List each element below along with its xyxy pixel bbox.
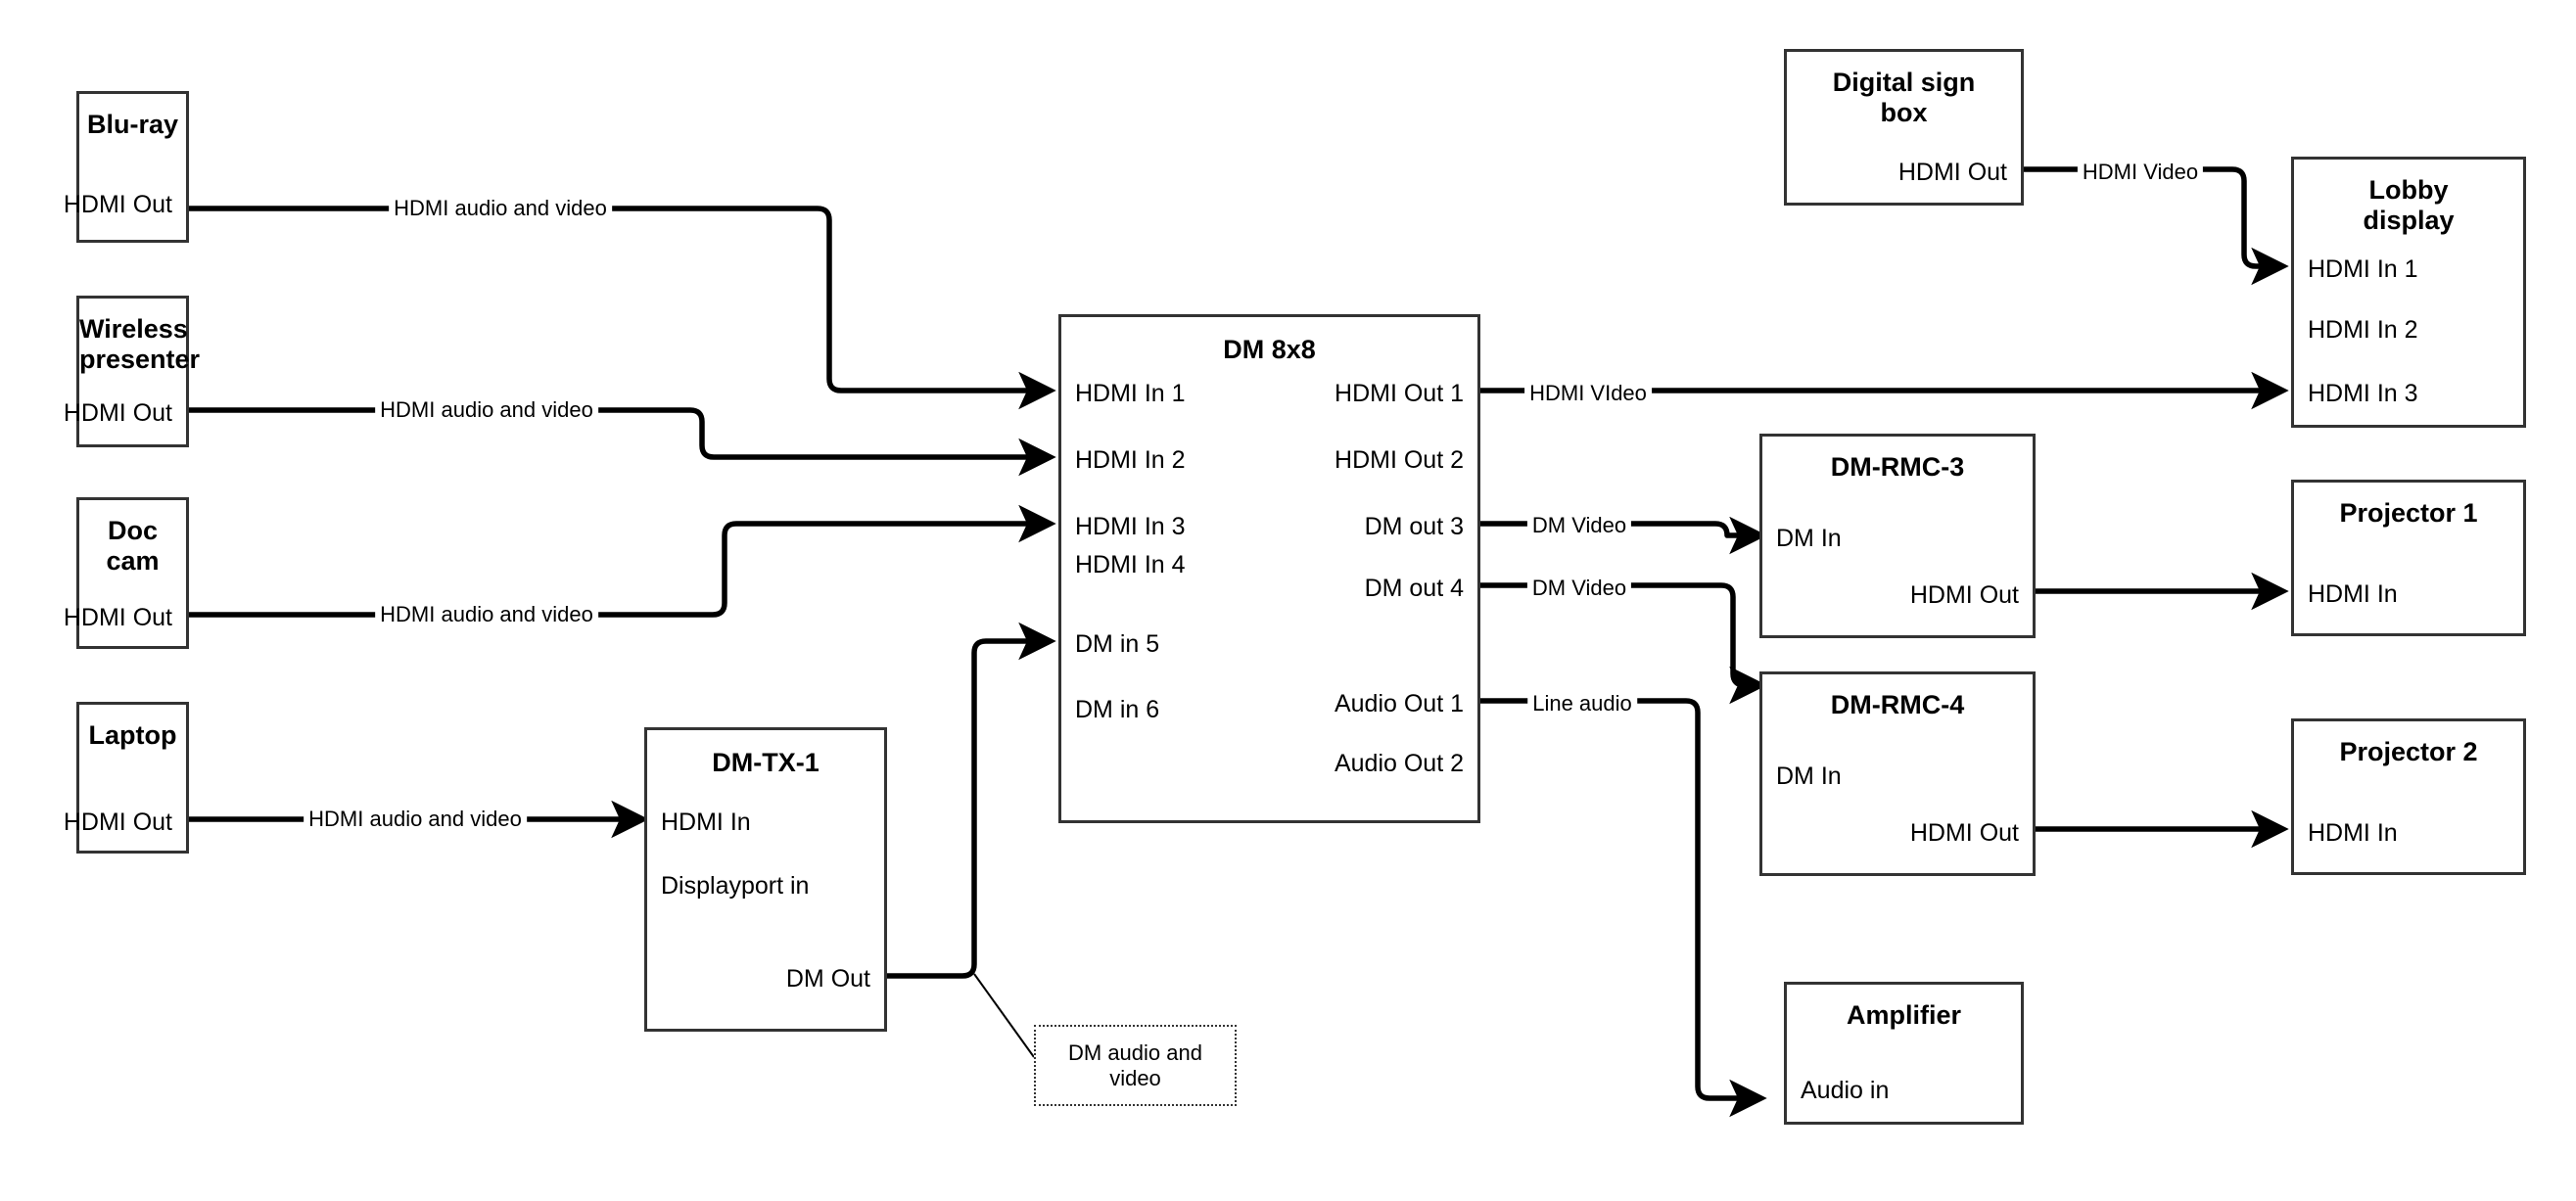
- wire-label-out4-to-rmc4: DM Video: [1526, 577, 1632, 600]
- wire-out4-to-rmc4: [1480, 582, 1767, 705]
- wire-label-bluray-to-in1: HDMI audio and video: [389, 197, 612, 220]
- node-lobby-display-port-hdmi-in-3: HDMI In 3: [2308, 380, 2418, 407]
- node-digital-sign-box-title: Digital sign box: [1832, 68, 1976, 127]
- callout-dm-audio-and-video-text: DM audio and video: [1068, 1039, 1202, 1090]
- wire-label-doccam-to-in3: HDMI audio and video: [375, 603, 598, 626]
- node-dm-8x8[interactable]: DM 8x8 HDMI In 1 HDMI In 2 HDMI In 3 HDM…: [1058, 314, 1480, 823]
- node-bluray-port-hdmi-out: HDMI Out: [63, 191, 172, 218]
- node-dm-8x8-port-dm-out-4: DM out 4: [1364, 575, 1464, 602]
- node-lobby-display-port-hdmi-in-2: HDMI In 2: [2308, 316, 2418, 344]
- callout-dm-audio-and-video: DM audio and video: [1034, 1025, 1237, 1106]
- node-dm-8x8-port-hdmi-out-1: HDMI Out 1: [1335, 380, 1464, 407]
- node-dm-8x8-port-audio-out-1: Audio Out 1: [1334, 690, 1464, 717]
- node-dm-8x8-port-dm-out-3: DM out 3: [1364, 513, 1464, 540]
- node-amplifier-port-audio-in: Audio in: [1801, 1077, 1890, 1104]
- node-lobby-display[interactable]: Lobby display HDMI In 1 HDMI In 2 HDMI I…: [2291, 157, 2526, 428]
- node-wireless-presenter-title: Wireless presenter: [79, 314, 201, 374]
- node-dm-8x8-port-hdmi-in-1: HDMI In 1: [1075, 380, 1186, 407]
- node-dm-rmc-3-port-dm-in: DM In: [1776, 525, 1842, 552]
- node-dm-rmc-4-port-hdmi-out: HDMI Out: [1909, 819, 2019, 847]
- node-dm-8x8-port-dm-in-5: DM in 5: [1075, 630, 1160, 658]
- node-laptop-port-hdmi-out: HDMI Out: [63, 808, 172, 836]
- wire-label-out1-to-lobby-in3: HDMI VIdeo: [1524, 382, 1652, 405]
- node-dm-tx-1-title: DM-TX-1: [712, 748, 820, 777]
- node-dm-tx-1-port-displayport-in: Displayport in: [661, 872, 810, 900]
- node-dm-rmc-3-port-hdmi-out: HDMI Out: [1909, 581, 2019, 609]
- node-amplifier[interactable]: Amplifier Audio in: [1784, 982, 2024, 1125]
- node-dm-rmc-4-title: DM-RMC-4: [1830, 690, 1965, 719]
- node-dm-tx-1-port-dm-out: DM Out: [785, 965, 870, 993]
- wire-label-sign-to-lobby-in1: HDMI Video: [2077, 161, 2204, 184]
- node-dm-8x8-port-hdmi-in-4: HDMI In 4: [1075, 551, 1186, 578]
- node-dm-rmc-3-title: DM-RMC-3: [1830, 452, 1965, 482]
- node-projector-1[interactable]: Projector 1 HDMI In: [2291, 480, 2526, 636]
- node-lobby-display-title: Lobby display: [2363, 175, 2455, 235]
- node-dm-rmc-4-port-dm-in: DM In: [1776, 762, 1842, 790]
- node-dm-8x8-port-hdmi-out-2: HDMI Out 2: [1335, 446, 1464, 474]
- node-doc-cam[interactable]: Doc cam HDMI Out: [64, 497, 189, 649]
- wire-label-out3-to-rmc3: DM Video: [1526, 514, 1632, 537]
- node-digital-sign-box-port-hdmi-out: HDMI Out: [1897, 159, 2007, 186]
- node-dm-8x8-port-dm-in-6: DM in 6: [1075, 696, 1160, 723]
- node-projector-1-title: Projector 1: [2339, 498, 2478, 528]
- node-laptop-title: Laptop: [88, 720, 177, 750]
- node-dm-tx-1[interactable]: DM-TX-1 HDMI In Displayport in DM Out: [644, 727, 887, 1032]
- wire-label-wireless-to-in2: HDMI audio and video: [375, 398, 598, 422]
- wire-wireless-to-in2: [189, 407, 1056, 477]
- node-dm-rmc-3[interactable]: DM-RMC-3 DM In HDMI Out: [1759, 434, 2036, 638]
- node-dm-rmc-4[interactable]: DM-RMC-4 DM In HDMI Out: [1759, 671, 2036, 876]
- node-lobby-display-port-hdmi-in-1: HDMI In 1: [2308, 255, 2418, 283]
- node-doc-cam-title: Doc cam: [106, 516, 160, 576]
- node-dm-tx-1-port-hdmi-in: HDMI In: [661, 808, 751, 836]
- node-bluray[interactable]: Blu-ray HDMI Out: [64, 91, 189, 243]
- node-amplifier-title: Amplifier: [1846, 1000, 1962, 1030]
- node-wireless-presenter[interactable]: Wireless presenter HDMI Out: [64, 296, 201, 447]
- node-projector-2[interactable]: Projector 2 HDMI In: [2291, 718, 2526, 875]
- node-wireless-presenter-port-hdmi-out: HDMI Out: [63, 399, 172, 427]
- callout-leader-line: [973, 973, 1035, 1058]
- node-doc-cam-port-hdmi-out: HDMI Out: [63, 604, 172, 631]
- node-projector-2-title: Projector 2: [2339, 737, 2478, 766]
- node-bluray-title: Blu-ray: [86, 110, 179, 139]
- wire-dmtx1-to-dmin5: [887, 622, 1056, 979]
- node-projector-1-port-hdmi-in: HDMI In: [2308, 580, 2398, 608]
- node-digital-sign-box[interactable]: Digital sign box HDMI Out: [1784, 49, 2024, 206]
- node-projector-2-port-hdmi-in: HDMI In: [2308, 819, 2398, 847]
- node-dm-8x8-port-audio-out-2: Audio Out 2: [1334, 750, 1464, 777]
- wire-doccam-to-in3: [189, 504, 1056, 618]
- wire-label-laptop-to-dmtx1: HDMI audio and video: [304, 808, 527, 831]
- wire-label-audio1-to-amp: Line audio: [1527, 692, 1637, 716]
- node-dm-8x8-port-hdmi-in-3: HDMI In 3: [1075, 513, 1186, 540]
- wire-bluray-to-in1: [189, 206, 1056, 410]
- node-dm-8x8-port-hdmi-in-2: HDMI In 2: [1075, 446, 1186, 474]
- wire-audio1-to-amp: [1480, 698, 1767, 1118]
- node-laptop[interactable]: Laptop HDMI Out: [64, 702, 189, 854]
- node-dm-8x8-title: DM 8x8: [1223, 335, 1316, 364]
